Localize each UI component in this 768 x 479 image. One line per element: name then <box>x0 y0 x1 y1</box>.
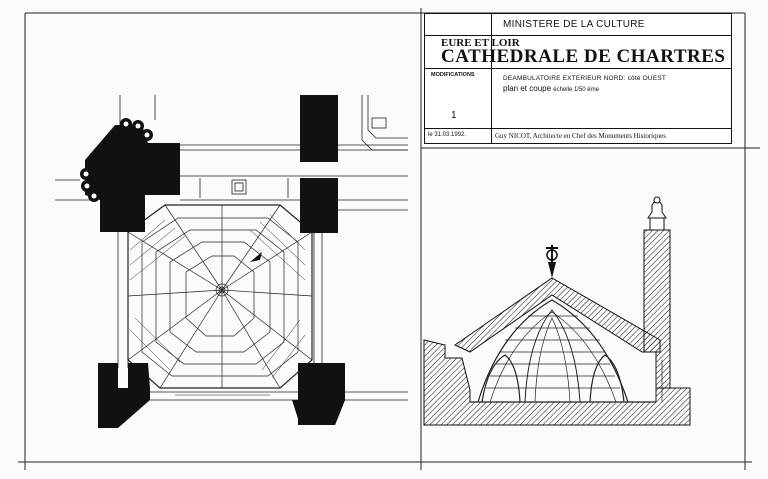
title-block: MINISTERE DE LA CULTURE EURE ET LOIR CAT… <box>424 13 732 144</box>
section-view <box>423 196 691 426</box>
drawing-type: plan et coupe <box>503 84 552 93</box>
drawing-type-line: plan et coupe échelle 1/50 ème <box>503 84 599 93</box>
plan-view <box>55 95 408 428</box>
ministry-label: MINISTERE DE LA CULTURE <box>503 19 645 30</box>
drawing-scale: échelle 1/50 ème <box>553 87 599 93</box>
drawing-subject: DEAMBULATOIRE EXTERIEUR NORD: côté OUEST <box>503 75 667 82</box>
drawing-title: CATHEDRALE DE CHARTRES <box>441 46 726 67</box>
author-credit: Guy NICOT, Architecte en Chef des Monume… <box>495 132 666 140</box>
department-label: EURE ET LOIR <box>441 37 520 49</box>
drawing-date: le 31.03.1992. <box>428 132 467 138</box>
sheet-number: 1 <box>451 110 457 121</box>
modifications-label: MODIFICATIONS <box>431 72 475 78</box>
